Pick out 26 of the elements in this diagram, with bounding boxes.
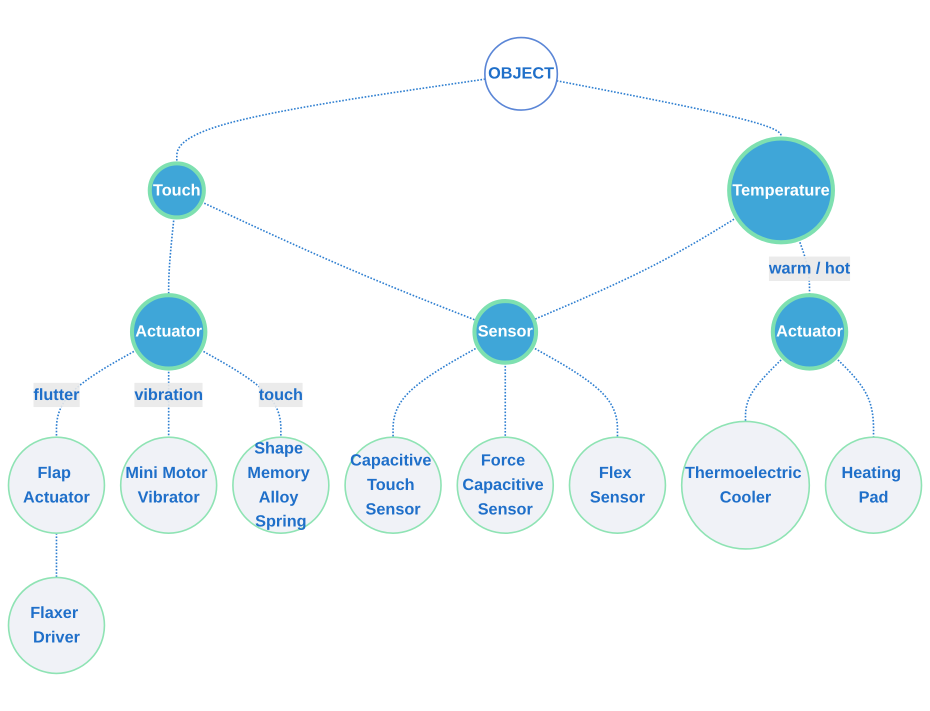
connector bbox=[176, 78, 486, 164]
node-circle: Sensor bbox=[472, 299, 538, 365]
connector bbox=[744, 357, 784, 422]
edge-label: warm / hot bbox=[768, 260, 850, 278]
node-circle: Shape Memory Alloy Spring bbox=[232, 436, 330, 534]
node-circle: OBJECT bbox=[484, 36, 558, 111]
node-circle: Flap Actuator bbox=[8, 436, 106, 534]
node-circle: Actuator bbox=[130, 293, 208, 371]
connector bbox=[56, 533, 58, 578]
edge-label: flutter bbox=[33, 386, 80, 404]
node-circle: Temperature bbox=[727, 136, 835, 244]
node-circle: Flex Sensor bbox=[568, 436, 666, 534]
edge-label: touch bbox=[258, 386, 303, 404]
node-circle: Thermoelectric Cooler bbox=[680, 420, 810, 550]
connector bbox=[532, 346, 618, 438]
connector bbox=[835, 357, 874, 438]
node-circle: Flaxer Driver bbox=[8, 576, 106, 674]
node-circle: Force Capacitive Sensor bbox=[456, 436, 554, 534]
node-circle: Heating Pad bbox=[824, 436, 922, 534]
node-circle: Touch bbox=[148, 161, 206, 220]
node-circle: Capacitive Touch Sensor bbox=[344, 436, 442, 534]
node-circle: Actuator bbox=[770, 293, 848, 371]
connector bbox=[533, 216, 738, 320]
node-circle: Mini Motor Vibrator bbox=[120, 436, 218, 534]
connector bbox=[392, 346, 479, 438]
edge-label: vibration bbox=[134, 386, 203, 404]
